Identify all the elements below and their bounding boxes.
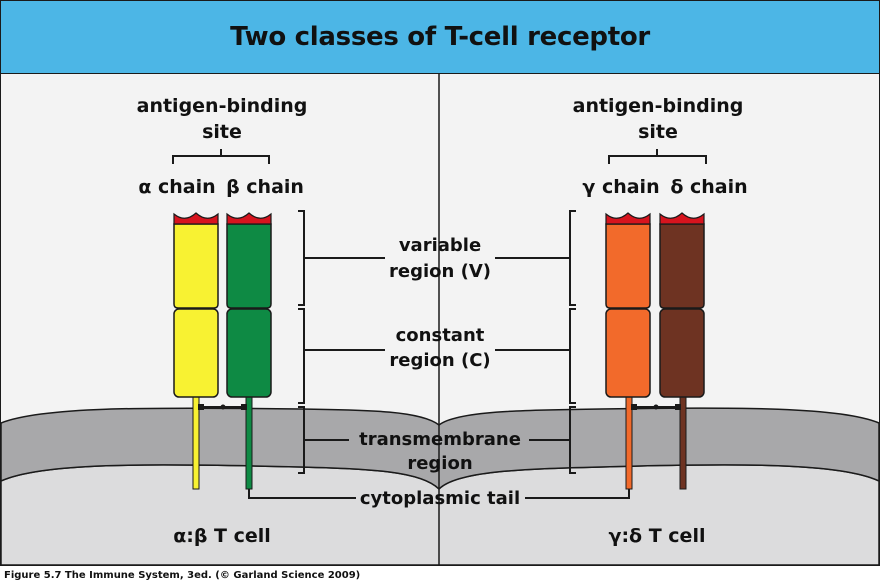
left-antigen-bracket (172, 149, 270, 164)
cell-membrane (1, 407, 879, 491)
constant-region-label-1: constant (396, 325, 485, 346)
alpha-chain (173, 212, 219, 490)
right-disulfide-bond (631, 404, 681, 410)
gamma-delta-receptor: antigen-binding site γ chain δ chain (569, 95, 748, 547)
delta-binding-tip (659, 212, 705, 225)
right-antigen-bracket (608, 149, 707, 164)
right-antigen-site-label-1: antigen-binding (573, 95, 744, 117)
right-variable-bracket (569, 210, 576, 306)
gamma-delta-cell-label: γ:δ T cell (609, 525, 706, 547)
variable-region-label-2: region (V) (389, 261, 491, 282)
tcr-diagram: antigen-binding site α chain β chain (1, 73, 879, 565)
cytoplasmic-tail-label: cytoplasmic tail (360, 488, 520, 509)
region-labels: variable region (V) constant region (C) … (359, 235, 521, 509)
alpha-chain-label: α chain (138, 176, 215, 198)
beta-chain (226, 212, 272, 490)
gamma-binding-tip (605, 212, 651, 225)
alpha-binding-tip (173, 212, 219, 225)
region-leader-lines (248, 257, 630, 499)
delta-chain (659, 212, 705, 490)
right-constant-bracket (569, 308, 576, 404)
figure-frame: Two classes of T-cell receptor antigen-b… (0, 0, 880, 566)
left-antigen-site-label-2: site (202, 121, 242, 143)
alpha-beta-cell-label: α:β T cell (173, 525, 271, 547)
beta-chain-label: β chain (226, 176, 304, 198)
gamma-chain-label: γ chain (582, 176, 659, 198)
right-antigen-site-label-2: site (638, 121, 678, 143)
gamma-chain (605, 212, 651, 490)
delta-chain-label: δ chain (670, 176, 747, 198)
transmembrane-region-label-2: region (407, 453, 472, 474)
constant-region-label-2: region (C) (389, 350, 490, 371)
beta-binding-tip (226, 212, 272, 225)
title-bar: Two classes of T-cell receptor (1, 1, 879, 74)
figure-title: Two classes of T-cell receptor (230, 22, 650, 52)
figure-caption: Figure 5.7 The Immune System, 3ed. (© Ga… (4, 570, 361, 581)
left-variable-bracket (298, 210, 305, 306)
left-constant-bracket (298, 308, 305, 404)
variable-region-label-1: variable (399, 235, 481, 256)
alpha-beta-receptor: antigen-binding site α chain β chain (137, 95, 308, 547)
left-antigen-site-label-1: antigen-binding (137, 95, 308, 117)
transmembrane-region-label-1: transmembrane (359, 429, 521, 450)
left-disulfide-bond (198, 404, 247, 410)
